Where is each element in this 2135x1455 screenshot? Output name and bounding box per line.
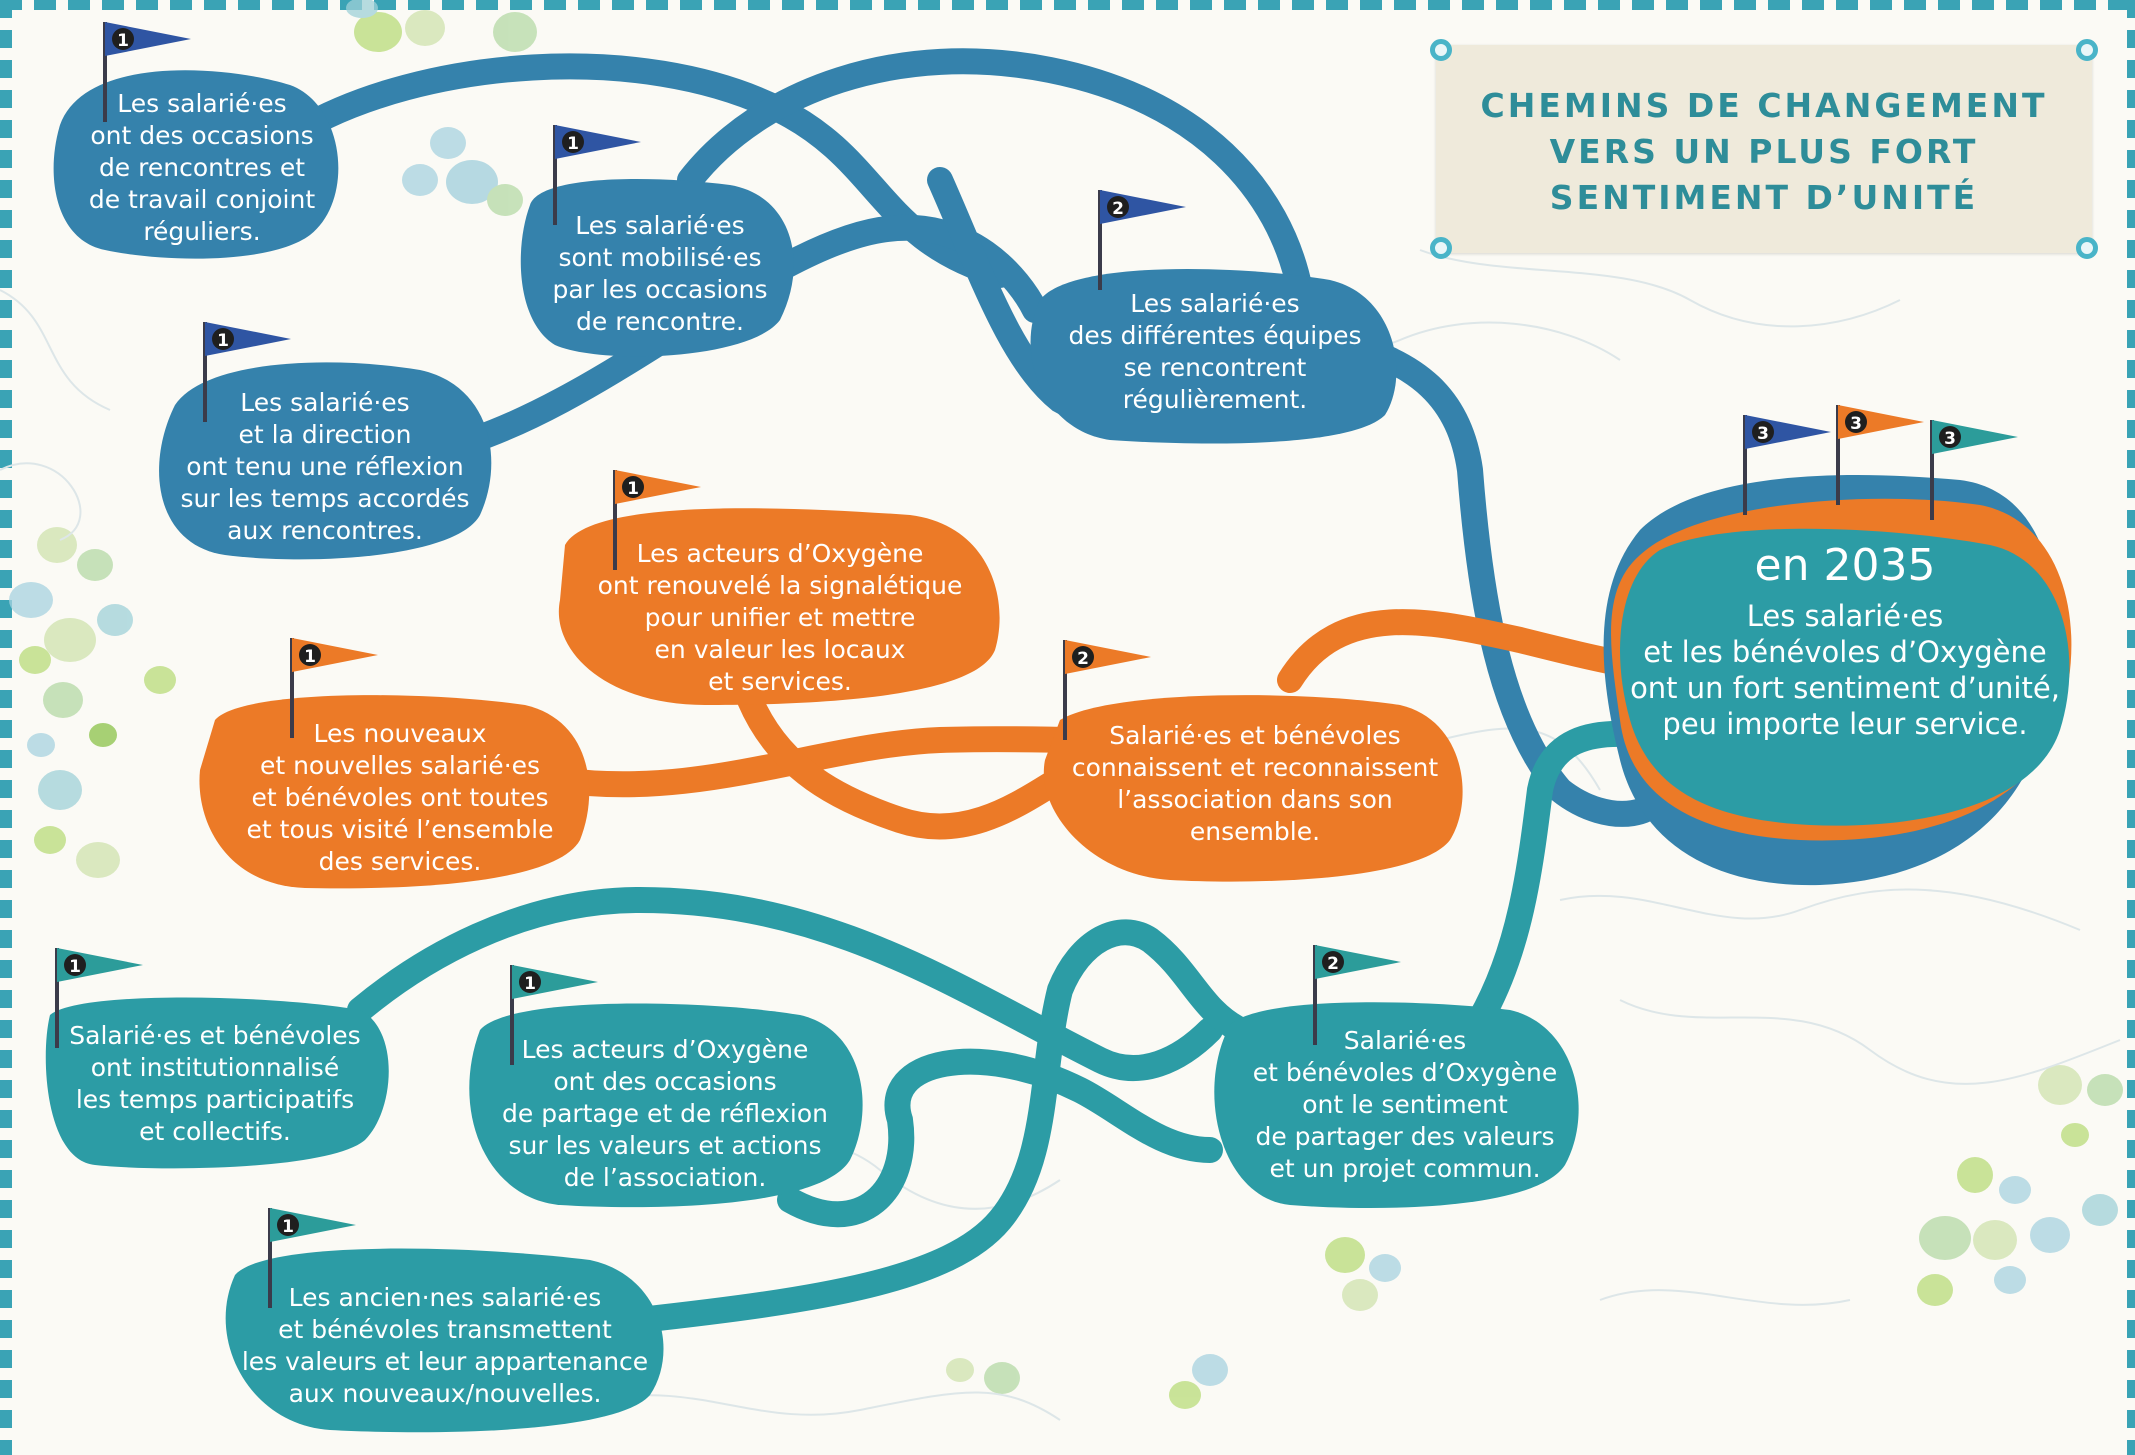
- flag-number: 3: [1757, 424, 1769, 444]
- goal-flag-2: 3: [1836, 405, 1924, 505]
- flag-badge: [1845, 411, 1867, 433]
- flag-o1: 1: [613, 470, 701, 570]
- flag-number: 1: [282, 1217, 294, 1237]
- left-border: [0, 0, 12, 1455]
- blue-blobs: [53, 70, 1397, 560]
- node-b3-text: Les salarié·es et la direction ont tenu …: [180, 388, 470, 545]
- flag-number: 1: [524, 974, 536, 994]
- flag-badge: [622, 476, 644, 498]
- teal-blobs: [45, 997, 1579, 1433]
- goal-year: en 2035: [1754, 540, 1936, 591]
- node-o3-text: Salarié·es et bénévoles connaissent et r…: [1071, 721, 1439, 846]
- flag-t3: 2: [1313, 945, 1401, 1045]
- flag-number: 2: [1327, 954, 1339, 974]
- node-b2-text: Les salarié·es sont mobilisé·es par les …: [552, 211, 768, 336]
- flag-badge: [1107, 196, 1129, 218]
- goal-text: Les salarié·es et les bénévoles d’Oxygèn…: [1630, 599, 2060, 741]
- node-b1-text: Les salarié·es ont des occasions de renc…: [88, 89, 316, 246]
- pin-icon: [1430, 237, 1452, 259]
- flag-number: 2: [1077, 649, 1089, 669]
- teal-paths: [347, 720, 1653, 1333]
- node-t4-text: Les ancien·nes salarié·es et bénévoles t…: [241, 1283, 649, 1408]
- flag-badge: [1322, 951, 1344, 973]
- goal-flag-3: 3: [1930, 420, 2018, 520]
- flag-b3: 1: [203, 322, 291, 422]
- node-t3-text: Salarié·es et bénévoles d’Oxygène ont le…: [1252, 1026, 1558, 1183]
- node-b4-text: Les salarié·es des différentes équipes s…: [1068, 289, 1362, 414]
- top-border: [0, 0, 2135, 10]
- flag-badge: [112, 28, 134, 50]
- flag-t1: 1: [55, 948, 143, 1048]
- goal-blob: [1603, 475, 2072, 886]
- flag-b1: 1: [103, 22, 191, 122]
- flag-number: 3: [1944, 429, 1956, 449]
- flag-number: 3: [1850, 414, 1862, 434]
- flag-badge: [1939, 426, 1961, 448]
- decorative-dots: [9, 0, 2123, 1409]
- flag-o2: 1: [290, 638, 378, 738]
- flag-b2: 1: [553, 125, 641, 225]
- pin-icon: [2076, 237, 2098, 259]
- flag-number: 1: [69, 957, 81, 977]
- flag-number: 1: [117, 31, 129, 51]
- flag-badge: [562, 131, 584, 153]
- flag-badge: [1072, 646, 1094, 668]
- node-t2-text: Les acteurs d’Oxygène ont des occasions …: [502, 1035, 828, 1192]
- flag-badge: [212, 328, 234, 350]
- title-card: CHEMINS DE CHANGEMENT VERS UN PLUS FORT …: [1430, 39, 2098, 259]
- flag-t2: 1: [510, 965, 598, 1065]
- flag-badge: [299, 644, 321, 666]
- flag-b4: 2: [1098, 190, 1186, 290]
- pin-icon: [2076, 39, 2098, 61]
- flag-number: 1: [567, 134, 579, 154]
- flag-o3: 2: [1063, 640, 1151, 740]
- flag-badge: [277, 1214, 299, 1236]
- page-title: CHEMINS DE CHANGEMENT VERS UN PLUS FORT …: [1480, 86, 2048, 217]
- flag-number: 1: [217, 331, 229, 351]
- flag-badge: [1752, 421, 1774, 443]
- node-t1-text: Salarié·es et bénévoles ont institutionn…: [69, 1021, 361, 1146]
- flag-t4: 1: [268, 1208, 356, 1308]
- flag-number: 1: [304, 647, 316, 667]
- flags: 1 1 1 2 1 1 2 1 1 2 1 3 3 3: [55, 22, 2018, 1308]
- flag-badge: [64, 954, 86, 976]
- pin-icon: [1430, 39, 1452, 61]
- node-o1-text: Les acteurs d’Oxygène ont renouvelé la s…: [597, 539, 963, 696]
- orange-blobs: [199, 508, 1463, 889]
- node-o2-text: Les nouveaux et nouvelles salarié·es et …: [246, 719, 554, 876]
- goal-flag-1: 3: [1743, 415, 1831, 515]
- flag-number: 2: [1112, 199, 1124, 219]
- orange-paths: [547, 609, 1643, 840]
- right-border: [2127, 0, 2135, 1455]
- flag-number: 1: [627, 479, 639, 499]
- flag-badge: [519, 971, 541, 993]
